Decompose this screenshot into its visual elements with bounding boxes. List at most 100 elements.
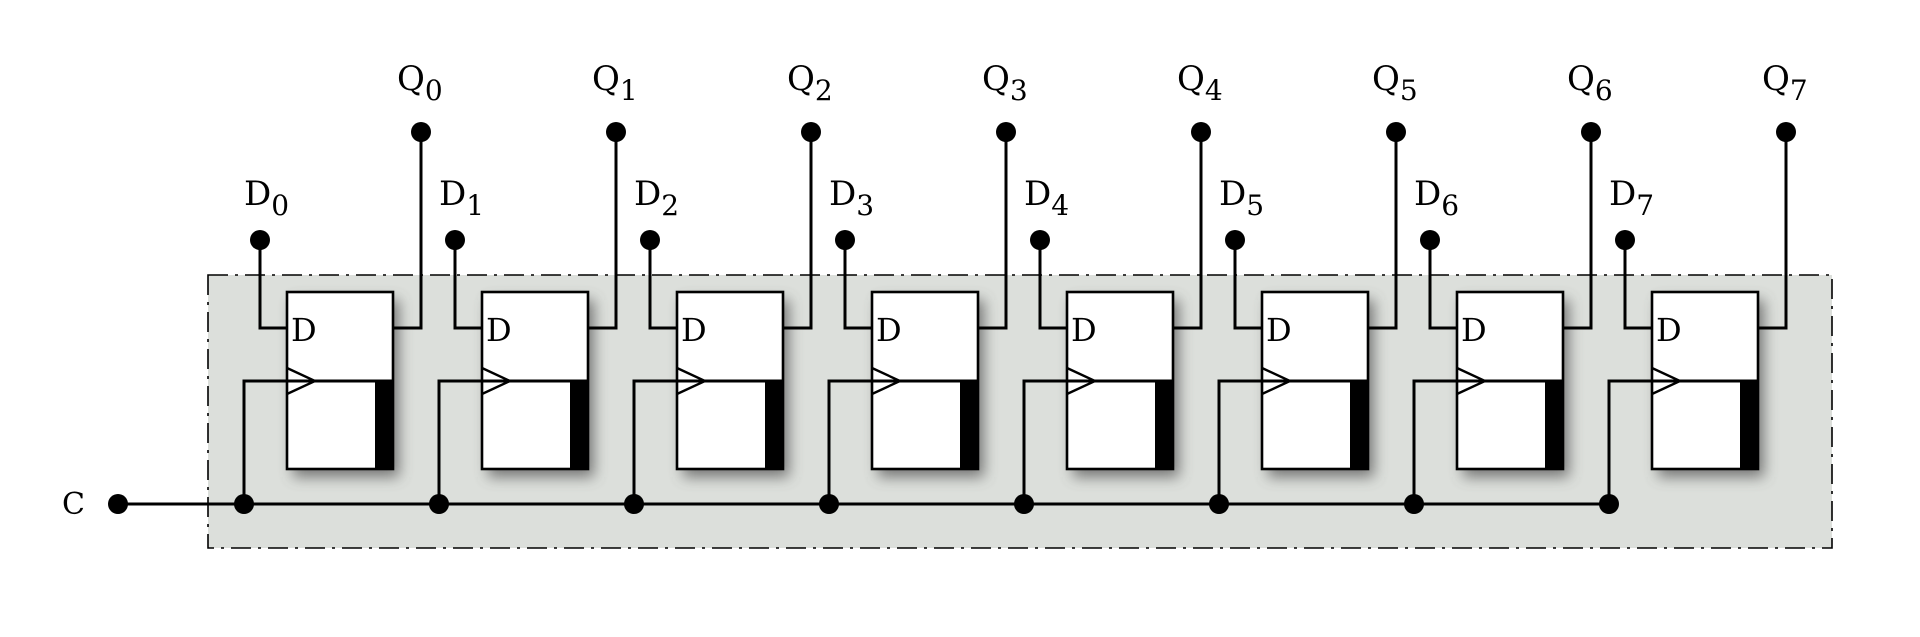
output-label-q4: Q4 <box>1177 59 1223 107</box>
clock-branch-wire <box>632 379 677 504</box>
clock-edge-marker <box>1651 366 1683 396</box>
input-label-d6: D6 <box>1414 174 1459 222</box>
clock-label: C <box>62 487 85 522</box>
subscript-index: 3 <box>856 189 874 222</box>
subscript-index: 1 <box>620 74 638 107</box>
output-label-q1: Q1 <box>592 59 638 107</box>
input-label-d2: D2 <box>634 174 679 222</box>
input-terminal <box>640 230 660 250</box>
input-terminal <box>1420 230 1440 250</box>
output-terminal <box>1581 122 1601 142</box>
clock-edge-marker <box>676 366 708 396</box>
pin-label-d: D <box>1461 311 1487 349</box>
input-label-d1: D1 <box>439 174 484 222</box>
output-label-q6: Q6 <box>1567 59 1613 107</box>
flipflop-output-bar <box>1350 381 1368 469</box>
clock-branch-wire <box>242 379 287 504</box>
input-letter: D <box>1609 174 1636 214</box>
output-label-q2: Q2 <box>787 59 833 107</box>
output-wire <box>1563 132 1593 330</box>
subscript-index: 5 <box>1400 74 1418 107</box>
clock-branch-wire <box>1412 379 1457 504</box>
clock-edge-marker <box>1066 366 1098 396</box>
output-terminal <box>996 122 1016 142</box>
input-letter: D <box>829 174 856 214</box>
output-letter: Q <box>397 59 425 99</box>
flipflop-output-bar <box>1740 381 1758 469</box>
pin-label-d: D <box>1656 311 1682 349</box>
output-letter: Q <box>787 59 815 99</box>
input-wire <box>1623 240 1652 330</box>
input-label-d7: D7 <box>1609 174 1654 222</box>
flipflop-output-bar <box>1155 381 1173 469</box>
subscript-index: 3 <box>1010 74 1028 107</box>
output-label-q7: Q7 <box>1762 59 1808 107</box>
input-label-d5: D5 <box>1219 174 1264 222</box>
flipflop-output-bar <box>375 381 393 469</box>
output-wire <box>1758 132 1788 330</box>
output-letter: Q <box>1762 59 1790 99</box>
input-label-d3: D3 <box>829 174 874 222</box>
subscript-index: 7 <box>1636 189 1654 222</box>
input-wire <box>258 240 287 330</box>
pin-label-d: D <box>486 311 512 349</box>
clock-branch-wire <box>1607 379 1652 504</box>
output-wire <box>978 132 1008 330</box>
pin-label-d: D <box>876 311 902 349</box>
flipflop-output-bar <box>960 381 978 469</box>
output-label-q5: Q5 <box>1372 59 1418 107</box>
output-wire <box>1368 132 1398 330</box>
input-wire <box>1038 240 1067 330</box>
clock-branch-wire <box>1022 379 1067 504</box>
input-letter: D <box>244 174 271 214</box>
input-wire <box>1428 240 1457 330</box>
subscript-index: 0 <box>425 74 443 107</box>
output-letter: Q <box>982 59 1010 99</box>
subscript-index: 4 <box>1051 189 1069 222</box>
subscript-index: 2 <box>661 189 679 222</box>
clock-terminal <box>108 494 128 514</box>
output-terminal <box>1386 122 1406 142</box>
output-wire <box>588 132 618 330</box>
input-terminal <box>835 230 855 250</box>
flipflop-output-bar <box>765 381 783 469</box>
subscript-index: 2 <box>815 74 833 107</box>
clock-branch-wire <box>437 379 482 504</box>
subscript-index: 4 <box>1205 74 1223 107</box>
output-terminal <box>606 122 626 142</box>
output-terminal <box>1191 122 1211 142</box>
output-letter: Q <box>1177 59 1205 99</box>
output-wire <box>1173 132 1203 330</box>
input-letter: D <box>634 174 661 214</box>
clock-edge-marker <box>871 366 903 396</box>
subscript-index: 0 <box>271 189 289 222</box>
input-wire <box>453 240 482 330</box>
input-wire <box>1233 240 1262 330</box>
input-terminal <box>250 230 270 250</box>
subscript-index: 6 <box>1595 74 1613 107</box>
input-terminal <box>1615 230 1635 250</box>
output-letter: Q <box>592 59 620 99</box>
input-label-d0: D0 <box>244 174 289 222</box>
clock-edge-marker <box>1456 366 1488 396</box>
input-letter: D <box>1219 174 1246 214</box>
output-letter: Q <box>1372 59 1400 99</box>
input-terminal <box>1225 230 1245 250</box>
input-letter: D <box>1024 174 1051 214</box>
pin-label-d: D <box>1071 311 1097 349</box>
pin-label-d: D <box>681 311 707 349</box>
output-label-q3: Q3 <box>982 59 1028 107</box>
output-wire <box>783 132 813 330</box>
input-letter: D <box>439 174 466 214</box>
input-label-d4: D4 <box>1024 174 1069 222</box>
subscript-index: 7 <box>1790 74 1808 107</box>
clock-edge-marker <box>481 366 513 396</box>
flipflop-output-bar <box>570 381 588 469</box>
output-letter: Q <box>1567 59 1595 99</box>
output-label-q0: Q0 <box>397 59 443 107</box>
pin-label-d: D <box>291 311 317 349</box>
output-terminal <box>411 122 431 142</box>
input-letter: D <box>1414 174 1441 214</box>
